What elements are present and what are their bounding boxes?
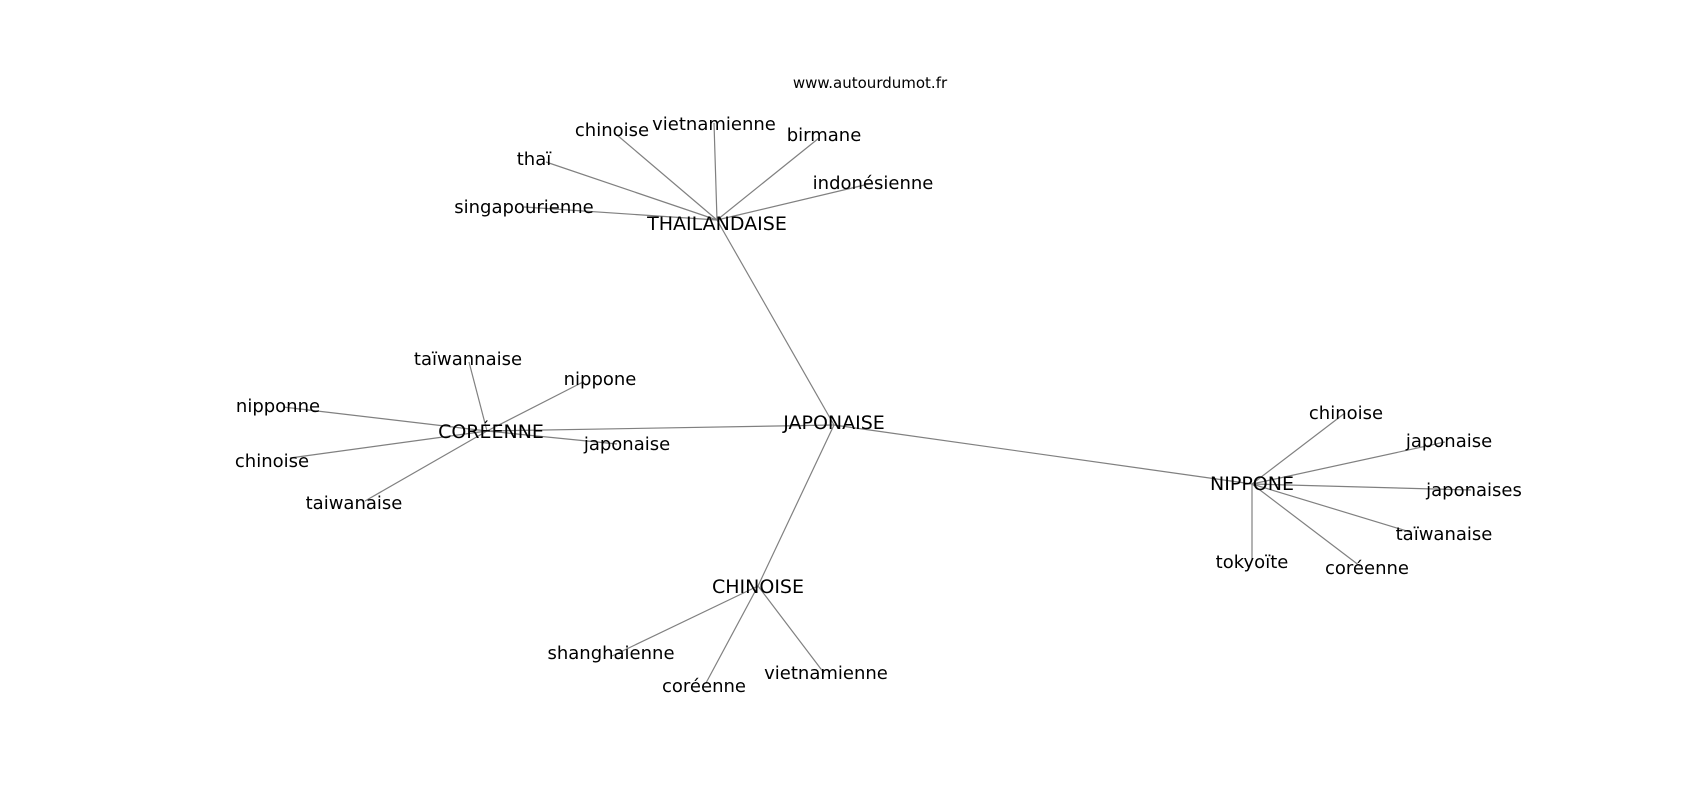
node-leaf-chinoise-2[interactable]: coréenne	[662, 676, 746, 697]
site-watermark[interactable]: www.autourdumot.fr	[793, 74, 948, 92]
node-center-japonaise[interactable]: JAPONAISE	[782, 412, 885, 434]
node-leaf-coreenne-1[interactable]: nippone	[564, 369, 637, 390]
edge-nippone-leaf-1	[1251, 441, 1446, 485]
node-leaf-nippone-3[interactable]: taïwanaise	[1396, 524, 1493, 545]
graph-edges	[282, 122, 1472, 684]
node-leaf-thailandaise-5[interactable]: singapourienne	[454, 197, 593, 218]
node-hub-thailandaise[interactable]: THAILANDAISE	[646, 213, 787, 235]
edge-coreenne-leaf-5	[364, 430, 488, 502]
node-leaf-coreenne-4[interactable]: chinoise	[235, 451, 309, 472]
edge-thailandaise-leaf-0	[616, 134, 718, 221]
node-leaf-coreenne-3[interactable]: japonaise	[583, 434, 670, 455]
edge-center-chinoise	[757, 424, 835, 587]
edge-thailandaise-leaf-2	[716, 137, 820, 221]
node-leaf-thailandaise-1[interactable]: vietnamienne	[652, 114, 776, 135]
edge-center-nippone	[833, 424, 1253, 485]
edge-thailandaise-leaf-4	[716, 182, 874, 221]
edge-coreenne-leaf-1	[486, 381, 584, 432]
edge-nippone-leaf-5	[1251, 483, 1361, 567]
node-leaf-nippone-4[interactable]: tokyoïte	[1216, 552, 1289, 573]
edge-chinoise-leaf-2	[705, 585, 759, 684]
node-leaf-thailandaise-0[interactable]: chinoise	[575, 120, 649, 141]
edge-coreenne-leaf-4	[289, 430, 488, 459]
edge-coreenne-leaf-3	[486, 430, 618, 445]
edge-chinoise-leaf-1	[757, 585, 825, 674]
node-hub-nippone[interactable]: NIPPONE	[1210, 473, 1294, 495]
node-leaf-chinoise-1[interactable]: vietnamienne	[764, 663, 888, 684]
edge-thailandaise-leaf-1	[713, 122, 718, 221]
edge-nippone-leaf-0	[1251, 412, 1346, 485]
node-hub-coreenne[interactable]: CORÉENNE	[438, 420, 544, 443]
node-leaf-coreenne-5[interactable]: taiwanaise	[306, 493, 403, 514]
edge-coreenne-leaf-0	[468, 361, 488, 432]
node-leaf-nippone-5[interactable]: coréenne	[1325, 558, 1409, 579]
edge-coreenne-leaf-2	[282, 406, 488, 432]
node-leaf-nippone-0[interactable]: chinoise	[1309, 403, 1383, 424]
graph-labels: www.autourdumot.fr JAPONAISE THAILANDAISE…	[235, 74, 1522, 697]
node-leaf-nippone-1[interactable]: japonaise	[1405, 431, 1492, 452]
node-leaf-chinoise-0[interactable]: shanghaienne	[547, 643, 674, 664]
edge-center-coreenne	[486, 424, 835, 432]
edge-nippone-leaf-3	[1251, 483, 1411, 533]
edge-nippone-leaf-2	[1251, 483, 1472, 491]
edge-center-thailandaise	[716, 219, 835, 426]
node-leaf-nippone-2[interactable]: japonaises	[1425, 480, 1522, 501]
node-leaf-thailandaise-3[interactable]: thaï	[517, 149, 552, 170]
edge-thailandaise-leaf-3	[545, 161, 718, 221]
node-leaf-coreenne-2[interactable]: nipponne	[236, 396, 320, 417]
node-leaf-coreenne-0[interactable]: taïwannaise	[414, 349, 522, 370]
edge-thailandaise-leaf-5	[523, 206, 718, 221]
node-hub-chinoise[interactable]: CHINOISE	[712, 576, 804, 598]
node-leaf-thailandaise-4[interactable]: indonésienne	[813, 173, 934, 194]
node-leaf-thailandaise-2[interactable]: birmane	[787, 125, 862, 146]
edge-chinoise-leaf-0	[611, 585, 759, 657]
